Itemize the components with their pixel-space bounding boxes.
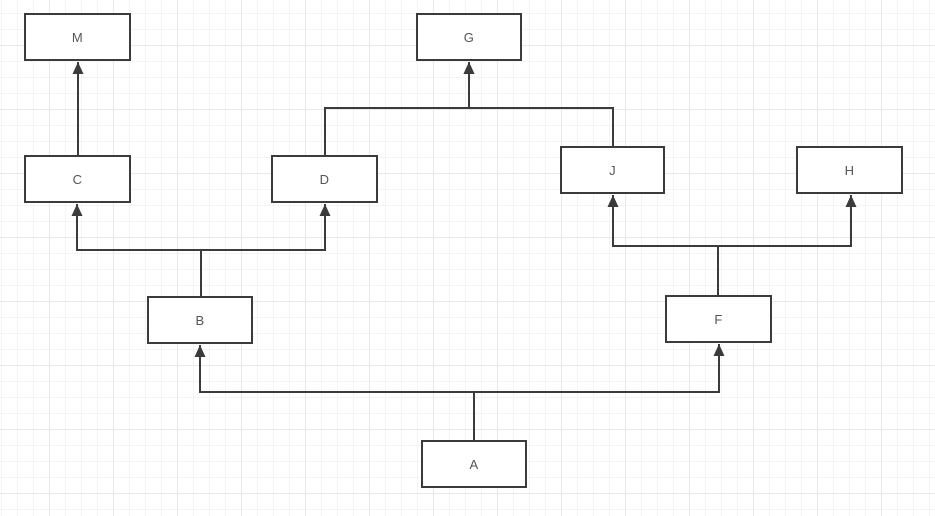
edge-F-to-H[interactable] (717, 195, 857, 295)
edges-group (71, 62, 857, 440)
node-label: M (71, 29, 84, 45)
edge-D-to-G[interactable] (324, 62, 475, 155)
edge-A-to-B[interactable] (194, 345, 475, 440)
node-B[interactable]: B (147, 296, 253, 344)
edge-F-to-J[interactable] (607, 195, 719, 295)
node-label: J (609, 162, 616, 178)
node-label: F (714, 311, 723, 327)
node-A[interactable]: A (421, 440, 527, 488)
node-label: C (72, 171, 83, 187)
edge-B-to-C[interactable] (71, 204, 202, 296)
node-label: D (319, 171, 330, 187)
node-F[interactable]: F (665, 295, 772, 343)
node-G[interactable]: G (416, 13, 522, 61)
node-label: G (463, 29, 475, 45)
node-label: A (469, 456, 479, 472)
node-label: B (195, 312, 205, 328)
node-D[interactable]: D (271, 155, 378, 203)
edge-B-to-D[interactable] (200, 204, 331, 296)
node-C[interactable]: C (24, 155, 131, 203)
node-label: H (844, 162, 855, 178)
edge-J-to-G[interactable] (463, 62, 614, 146)
node-J[interactable]: J (560, 146, 665, 194)
edge-A-to-F[interactable] (473, 344, 725, 440)
node-M[interactable]: M (24, 13, 131, 61)
node-H[interactable]: H (796, 146, 903, 194)
